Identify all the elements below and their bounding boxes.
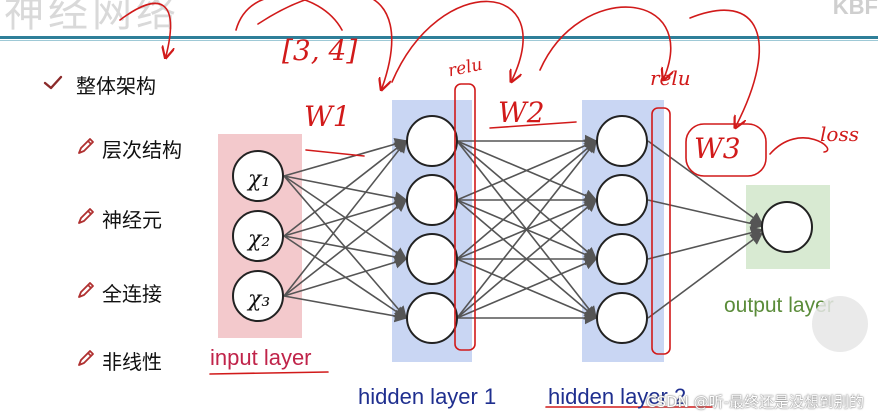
check-icon xyxy=(42,73,72,97)
hidden2-node xyxy=(596,115,648,167)
x1-label: χ₁ xyxy=(246,167,270,192)
bullet-label: 层次结构 xyxy=(102,138,182,162)
bullet-label: 整体架构 xyxy=(76,74,156,98)
hidden1-node xyxy=(406,115,458,167)
hidden-layer-2-label: hidden layer 2 xyxy=(548,384,687,409)
corner-logo: KBF xyxy=(832,0,878,19)
bullet-architecture: 整体架构 xyxy=(42,70,156,99)
bullet-layer-structure: 层次结构 xyxy=(76,134,182,163)
relu-2-annotation: relu xyxy=(650,66,691,90)
connections-hidden2-output xyxy=(647,140,764,319)
w3-annotation: W3 xyxy=(694,132,741,165)
slide-title: 神经网络 xyxy=(4,0,180,36)
input-node xyxy=(232,210,284,262)
x2-label: χ₂ xyxy=(246,227,270,252)
loss-annotation: loss xyxy=(820,122,859,146)
x3-label: χ₃ xyxy=(246,287,270,312)
output-layer-label: output layer xyxy=(724,294,834,317)
handwritten-annotations xyxy=(119,0,829,408)
pencil-icon xyxy=(76,348,102,373)
watermark: CSDN @听-最终还是没想到别的 xyxy=(646,393,864,411)
header-rule-thin xyxy=(0,40,878,41)
output-node xyxy=(761,201,813,253)
input-nodes xyxy=(232,150,284,322)
hidden1-node xyxy=(406,233,458,285)
input-layer-label: input layer xyxy=(210,345,312,370)
bullet-label: 全连接 xyxy=(102,282,162,306)
bullet-neuron: 神经元 xyxy=(76,204,162,233)
hidden2-node xyxy=(596,233,648,285)
w1-annotation: W1 xyxy=(304,100,351,133)
pencil-icon xyxy=(76,206,102,231)
connections-hidden1-hidden2 xyxy=(456,134,598,325)
input-node xyxy=(232,270,284,322)
video-play-overlay[interactable] xyxy=(812,296,868,352)
hidden1-node xyxy=(406,174,458,226)
bullet-label: 非线性 xyxy=(102,350,162,374)
w2-annotation: W2 xyxy=(498,96,545,129)
bullet-fully-connected: 全连接 xyxy=(76,278,162,307)
hidden1-node xyxy=(406,292,458,344)
hidden-layer-1-label: hidden layer 1 xyxy=(358,384,497,409)
hidden2-nodes xyxy=(596,115,648,344)
input-node xyxy=(232,150,284,202)
bullet-label: 神经元 xyxy=(102,208,162,232)
hidden2-node xyxy=(596,292,648,344)
hidden1-nodes xyxy=(406,115,458,344)
bullet-nonlinearity: 非线性 xyxy=(76,346,162,375)
pencil-icon xyxy=(76,280,102,305)
hidden2-node xyxy=(596,174,648,226)
connections-input-hidden1 xyxy=(283,137,408,323)
shape-annotation: [3, 4] xyxy=(282,34,358,67)
header-rule xyxy=(0,36,878,39)
pencil-icon xyxy=(76,136,102,161)
